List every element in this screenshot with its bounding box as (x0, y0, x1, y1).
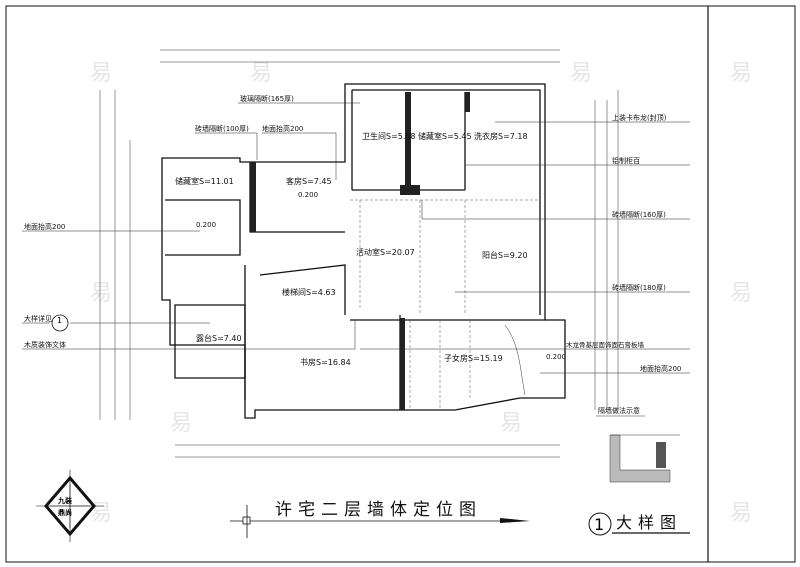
room-label: 书房S=16.84 (300, 357, 351, 367)
drawing-title: 许宅二层墙体定位图 (275, 500, 482, 520)
annotation-floor-raise: 地面抬高200 (24, 222, 65, 231)
room-label: 储藏室S=11.01 (175, 176, 234, 186)
watermark-layer: 易 易 易 易 易 易 易 易 易 易 (90, 61, 752, 526)
level-mark: 0.200 (196, 221, 216, 229)
logo: 九装 鼎尚 (36, 470, 104, 542)
watermark: 易 (90, 281, 112, 306)
detail-title: 大样图 (616, 513, 682, 532)
watermark: 易 (730, 501, 752, 526)
watermark: 易 (90, 61, 112, 86)
room-label: 卫生间S=5.68 (362, 131, 416, 141)
annotation-floor-raise: 地面抬高200 (640, 364, 681, 373)
walls (161, 83, 566, 419)
detail-number-circle (588, 512, 612, 536)
watermark: 易 (90, 501, 112, 526)
drawing-title-block: 许宅二层墙体定位图 (230, 500, 530, 538)
annotation-glass-partition: 玻璃隔断(165厚) (240, 94, 294, 103)
detail-ref-marker (51, 314, 69, 332)
room-label: 子女房S=15.19 (444, 353, 503, 363)
logo-text: 九装 (57, 496, 72, 505)
room-label: 洗衣房S=7.18 (474, 131, 528, 141)
annotation-leaders (22, 102, 690, 374)
detail-wall-label: 隔墙做法示意 (598, 406, 640, 415)
watermark: 易 (570, 61, 592, 86)
annotation-ceiling: 上装卡布龙(封顶) (612, 113, 667, 122)
watermark: 易 (250, 61, 272, 86)
logo-text: 鼎尚 (58, 508, 72, 517)
annotation-brick-partition: 砖墙隔断(160厚) (612, 210, 666, 219)
level-mark: 0.200 (298, 191, 318, 199)
watermark: 易 (730, 61, 752, 86)
annotation-wood-decor: 木质装饰文体 (24, 340, 66, 349)
level-mark: 0.200 (546, 353, 566, 361)
watermark: 易 (730, 281, 752, 306)
watermark: 易 (170, 411, 192, 436)
detail-ref-number: 1 (57, 316, 62, 325)
sheet-border (5, 5, 796, 563)
room-label: 阳台S=9.20 (482, 250, 528, 260)
annotation-cabinet: 铝制柜百 (612, 156, 640, 165)
watermark: 易 (500, 411, 522, 436)
annotation-floor-raise: 地面抬高200 (262, 124, 303, 133)
annotation-brick-partition: 砖墙隔断(180厚) (612, 283, 666, 292)
room-label: 活动室S=20.07 (356, 247, 415, 257)
detail-number: 1 (594, 515, 604, 534)
room-label: 楼梯间S=4.63 (282, 287, 336, 297)
room-label: 储藏室S=5.45 (418, 131, 472, 141)
annotation-detail-ref: 大样详见 (24, 314, 52, 323)
detail-section: 隔墙做法示意 1 大样图 (588, 406, 690, 536)
annotation-gypsum-wall: 木龙骨基层面饰面石膏板墙 (566, 340, 645, 349)
room-label: 露台S=7.40 (196, 333, 242, 343)
annotation-brick-partition: 砖墙隔断(100厚) (195, 124, 249, 133)
room-label: 客房S=7.45 (286, 176, 332, 186)
dimension-lines (99, 49, 619, 458)
